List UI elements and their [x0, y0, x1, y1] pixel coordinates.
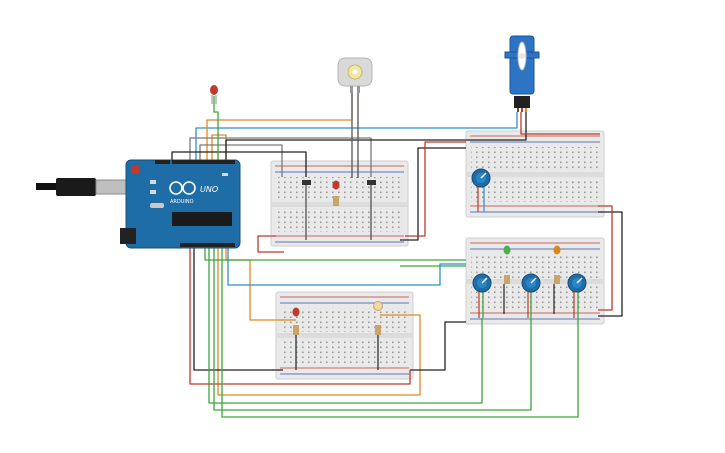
led-red-top[interactable] — [210, 85, 218, 104]
potentiometer-bb3-1[interactable] — [472, 273, 492, 293]
wire-red-bb2-bb3[interactable] — [598, 205, 613, 311]
transistor-2[interactable] — [367, 180, 376, 185]
wire-red-main[interactable] — [189, 247, 411, 385]
wire-blue-servo[interactable] — [195, 112, 518, 160]
wire-blue-bb1[interactable] — [227, 247, 466, 286]
led-orange-bb3[interactable] — [553, 245, 561, 285]
digital-header — [172, 160, 235, 164]
wire-green-top[interactable] — [213, 96, 219, 160]
servo-icon[interactable] — [504, 35, 540, 112]
usb-connector — [95, 179, 127, 195]
wire-black-servo[interactable] — [225, 112, 527, 160]
wire-red-bb1-left[interactable] — [257, 235, 284, 253]
wires — [171, 92, 623, 418]
breadboard-1[interactable] — [270, 160, 409, 247]
led-red-bb1[interactable] — [332, 180, 340, 207]
led-red-bb4[interactable] — [292, 307, 300, 371]
breadboard-2[interactable] — [465, 130, 605, 218]
arduino-uno-board[interactable]: UNO ARDUINO — [36, 159, 241, 249]
potentiometer-bb2[interactable] — [471, 168, 491, 188]
wire-black-bb4[interactable] — [410, 321, 466, 371]
wire-orange-led[interactable] — [211, 134, 227, 160]
led-green-bb3[interactable] — [503, 245, 511, 285]
wire-orange-bb4[interactable] — [217, 247, 421, 396]
wire-red-bb1[interactable] — [405, 141, 466, 237]
wire-green-4[interactable] — [221, 247, 579, 418]
potentiometer-bb3-3[interactable] — [567, 273, 587, 293]
wire-green-2[interactable] — [208, 247, 483, 404]
atmega-chip — [172, 212, 232, 226]
wire-black-main[interactable] — [193, 247, 283, 371]
potentiometer-bb3-2[interactable] — [521, 273, 541, 293]
wire-red-servo[interactable] — [520, 112, 600, 135]
board-brand-text: ARDUINO — [170, 199, 194, 205]
analog-header — [180, 243, 235, 247]
board-logo-text: UNO — [200, 185, 218, 194]
wire-black-bb1-right[interactable] — [400, 147, 466, 241]
dc-motor-icon[interactable] — [337, 57, 373, 93]
transistor-1[interactable] — [302, 180, 311, 185]
wire-green-1[interactable] — [204, 247, 466, 261]
wire-black-bb2-bb3[interactable] — [598, 211, 623, 317]
usb-cable — [36, 183, 58, 190]
arduino-logo-icon — [169, 181, 196, 195]
power-jack — [120, 228, 136, 244]
wire-black-1[interactable] — [171, 151, 307, 177]
wire-green-3[interactable] — [213, 247, 532, 411]
breadboard-4[interactable] — [275, 291, 414, 380]
reset-button[interactable] — [131, 166, 139, 174]
photoresistor-bb4[interactable] — [373, 301, 383, 371]
wire-orange-top[interactable] — [206, 92, 353, 160]
wire-gray-2[interactable] — [189, 137, 372, 177]
